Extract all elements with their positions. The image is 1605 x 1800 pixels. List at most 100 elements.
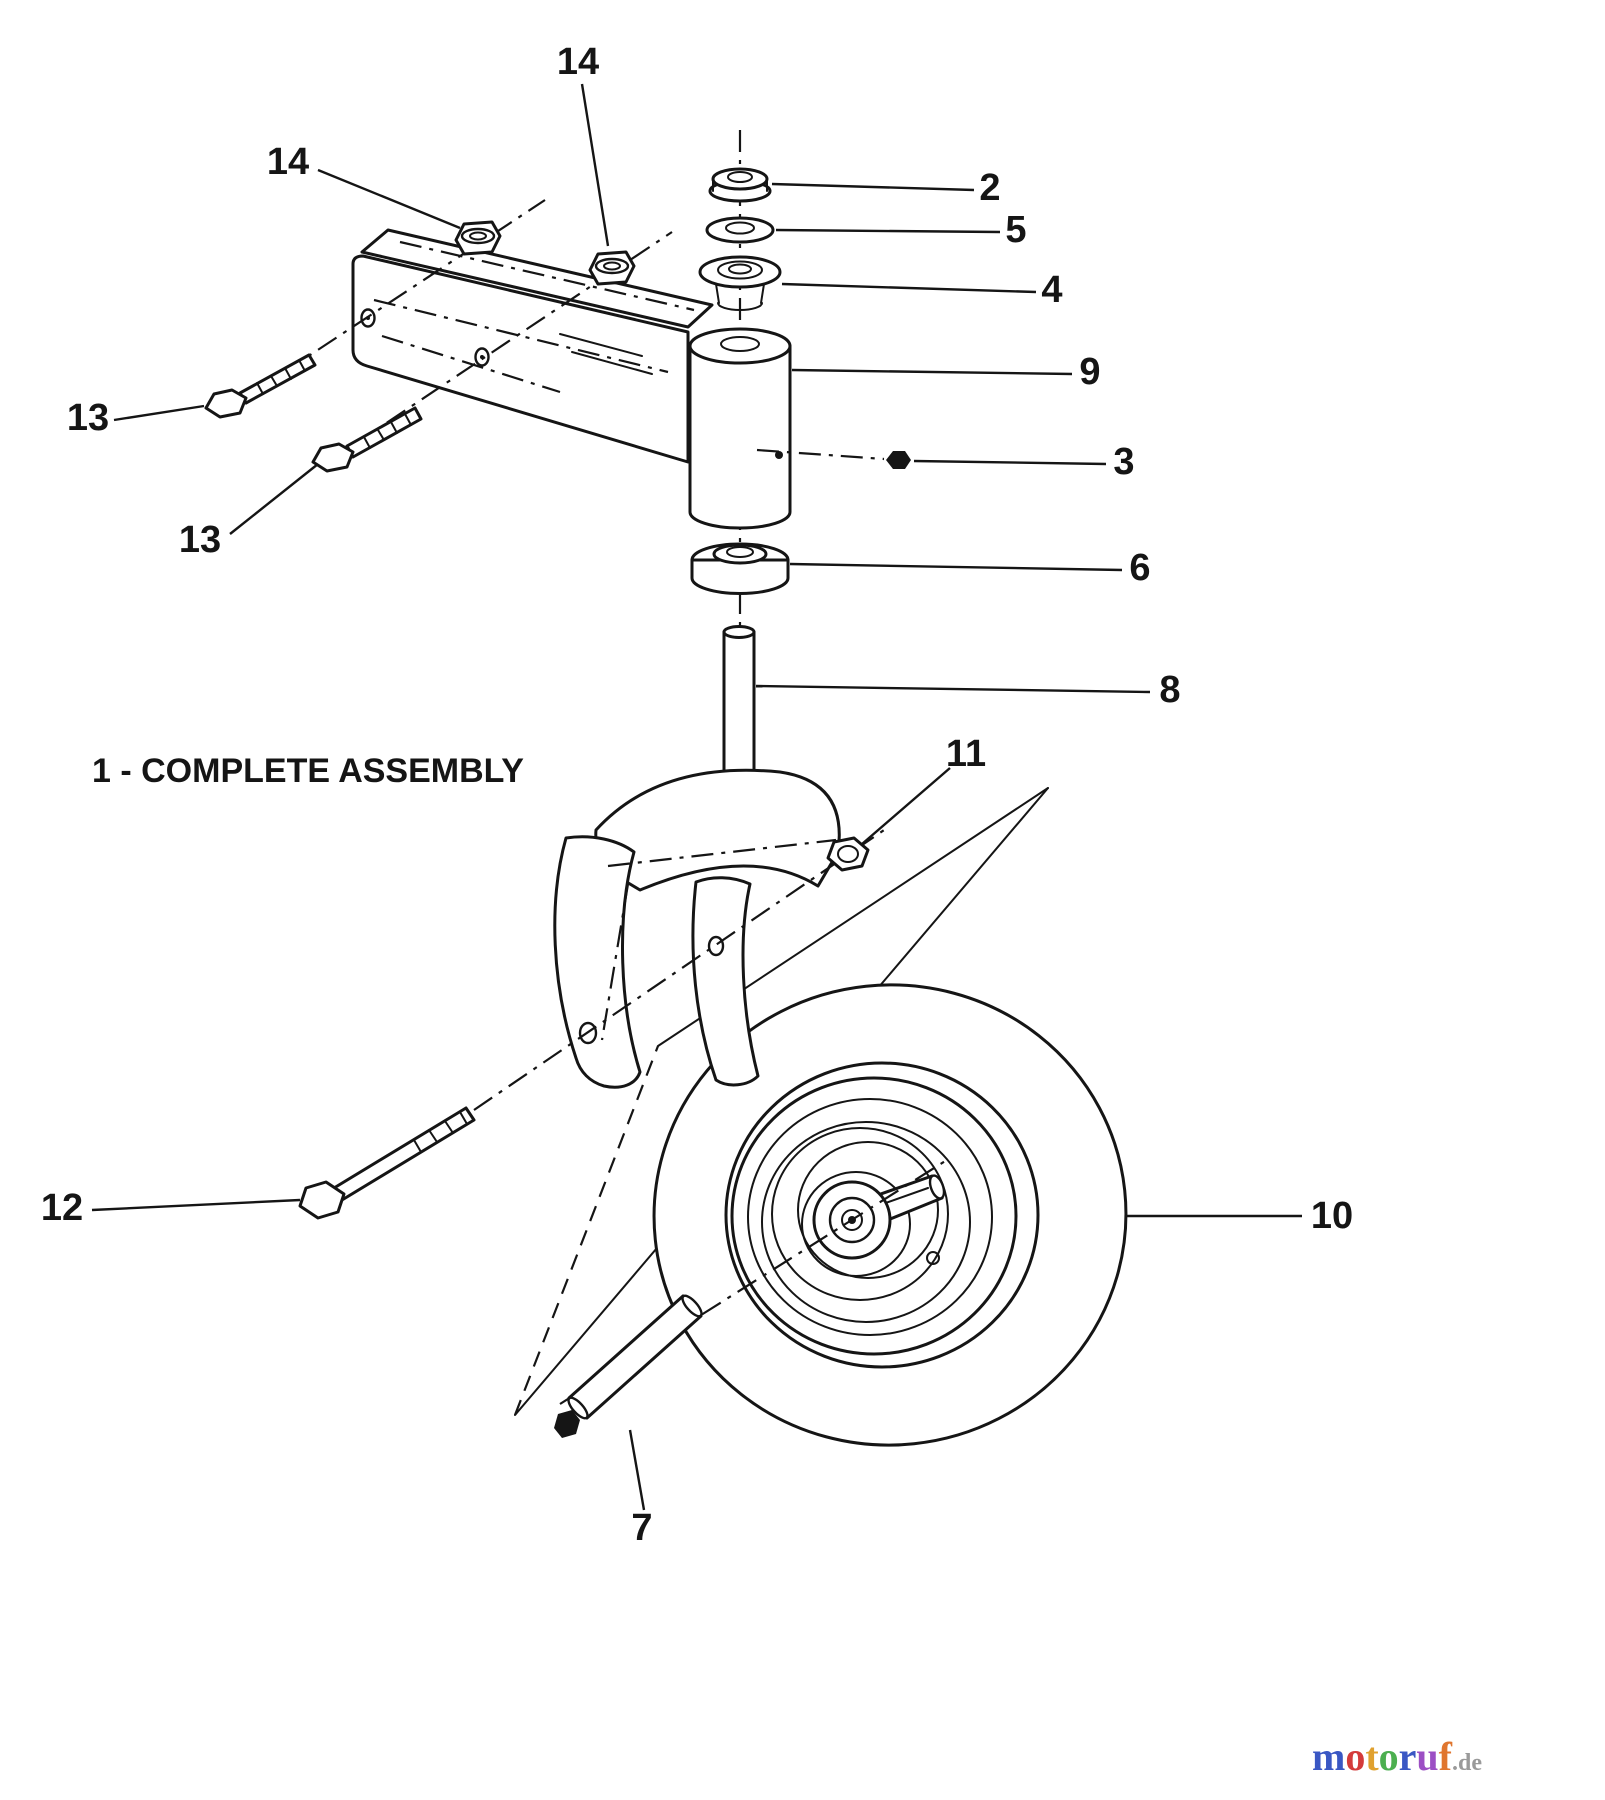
bolt-12-head bbox=[298, 1180, 346, 1220]
wm-letter-r: r bbox=[1399, 1734, 1417, 1779]
leader-11 bbox=[861, 767, 951, 845]
arm-front-centerline-2 bbox=[381, 334, 561, 394]
arm-front-centerline bbox=[373, 298, 669, 374]
part-lock-nut-2 bbox=[708, 167, 772, 203]
bushing-4-hole bbox=[728, 263, 752, 275]
callout-3: 3 bbox=[1113, 441, 1134, 483]
callout-labels: 14 14 2 5 4 9 3 13 13 6 8 11 12 10 7 bbox=[41, 41, 1353, 1549]
sleeve-7-top-end bbox=[681, 1294, 703, 1318]
axle-stub-end bbox=[928, 1174, 946, 1200]
bolt-13a-threads bbox=[256, 359, 306, 395]
sleeve-7-hex-end bbox=[554, 1410, 580, 1438]
callout-8: 8 bbox=[1159, 669, 1180, 711]
sleeve-7-bottom-end bbox=[567, 1396, 589, 1420]
part-axle-bolt-12 bbox=[298, 1106, 476, 1220]
wm-suffix: .de bbox=[1452, 1750, 1482, 1776]
callout-11: 11 bbox=[946, 733, 986, 775]
wm-letter-o1: o bbox=[1345, 1734, 1365, 1779]
rim-valve-hole bbox=[926, 1251, 940, 1265]
arm-detail-line-2 bbox=[571, 351, 653, 375]
part-hex-bolt-13a bbox=[204, 353, 317, 419]
fork-crown-centerline bbox=[607, 838, 837, 868]
part-wheel-10 bbox=[652, 983, 1128, 1447]
bearing-6-race bbox=[712, 543, 768, 565]
shaft-8-top bbox=[722, 625, 756, 639]
callout-14a: 14 bbox=[557, 41, 599, 83]
part-axle-sleeve-7 bbox=[554, 1294, 703, 1438]
rim-swirl-1 bbox=[761, 1121, 971, 1323]
rim-swirl-4 bbox=[801, 1171, 911, 1277]
callout-4: 4 bbox=[1041, 269, 1062, 311]
nut-2-hole bbox=[727, 171, 753, 183]
hub-bore bbox=[841, 1209, 863, 1231]
part-bearing-6 bbox=[690, 542, 790, 595]
wm-letter-f: f bbox=[1439, 1734, 1453, 1779]
tube-9-body bbox=[688, 344, 792, 530]
fork-left-leg bbox=[553, 835, 642, 1089]
rim-inner bbox=[747, 1098, 993, 1336]
wm-letter-o2: o bbox=[1379, 1734, 1399, 1779]
part-mounting-arm bbox=[351, 228, 714, 464]
arm-front-face bbox=[351, 254, 690, 464]
arm-detail-line-1 bbox=[559, 333, 643, 357]
leader-3 bbox=[913, 459, 1107, 466]
bolt-13b-threads bbox=[363, 413, 412, 449]
part-hex-bolt-13b bbox=[311, 406, 423, 473]
fork-leg-centerline bbox=[600, 883, 630, 1041]
washer-5-hole bbox=[725, 221, 755, 235]
nut-11-hole bbox=[837, 845, 859, 863]
rim-swirl-3 bbox=[797, 1141, 939, 1279]
bolt-12-threads bbox=[413, 1111, 468, 1153]
callout-12: 12 bbox=[41, 1187, 83, 1229]
leader-13b bbox=[229, 463, 319, 535]
callout-5: 5 bbox=[1005, 209, 1026, 251]
callout-10: 10 bbox=[1311, 1195, 1353, 1237]
leader-5 bbox=[775, 228, 1001, 234]
leader-7 bbox=[628, 1429, 646, 1511]
callout-7: 7 bbox=[631, 1507, 652, 1549]
nut-14a-hole bbox=[469, 231, 487, 241]
tube-9-grease-hole bbox=[775, 451, 783, 459]
nut-14a-top bbox=[460, 227, 496, 245]
nut-2-top bbox=[711, 167, 769, 191]
grease-fitting-3-body bbox=[886, 451, 911, 469]
fork-right-axle-hole bbox=[707, 935, 725, 957]
fork-right-leg bbox=[691, 876, 760, 1087]
callout-13b: 13 bbox=[179, 519, 221, 561]
leader-6 bbox=[789, 562, 1123, 572]
washer-5-outer bbox=[705, 216, 775, 244]
wm-letter-m: m bbox=[1312, 1734, 1345, 1779]
projection-line-dashed bbox=[513, 1045, 660, 1416]
wm-letter-t: t bbox=[1365, 1734, 1379, 1779]
nut-11-body bbox=[826, 836, 870, 872]
part-bushing-4 bbox=[698, 255, 782, 311]
bushing-4-sides bbox=[715, 283, 765, 304]
nut-14b-top bbox=[594, 257, 630, 275]
leader-14b bbox=[317, 168, 461, 230]
callout-9: 9 bbox=[1079, 351, 1100, 393]
wm-letter-u: u bbox=[1416, 1734, 1438, 1779]
grease-fitting-axis bbox=[756, 448, 885, 461]
part-lock-nut-14b bbox=[588, 250, 636, 286]
bushing-4-ring bbox=[717, 260, 763, 280]
bearing-6-housing bbox=[690, 558, 790, 595]
arm-top-centerline bbox=[399, 240, 695, 312]
assembly-note: 1 - COMPLETE ASSEMBLY bbox=[92, 752, 524, 790]
bushing-4-flange bbox=[698, 255, 782, 289]
rim-swirl-2 bbox=[771, 1127, 949, 1301]
axle-sleeve-axis bbox=[559, 1157, 951, 1405]
watermark-logo[interactable]: motoruf.de bbox=[1312, 1734, 1482, 1779]
leader-12 bbox=[91, 1198, 301, 1212]
tube-9-hole bbox=[720, 336, 760, 352]
leader-2 bbox=[771, 182, 975, 192]
part-washer-5 bbox=[705, 216, 775, 244]
leader-14a bbox=[580, 83, 610, 247]
part-grease-fitting-3 bbox=[886, 451, 911, 469]
part-lock-nut-11 bbox=[826, 836, 870, 872]
bushing-4-bottom bbox=[717, 302, 763, 311]
part-caster-fork bbox=[553, 768, 841, 1089]
callout-6: 6 bbox=[1129, 547, 1150, 589]
